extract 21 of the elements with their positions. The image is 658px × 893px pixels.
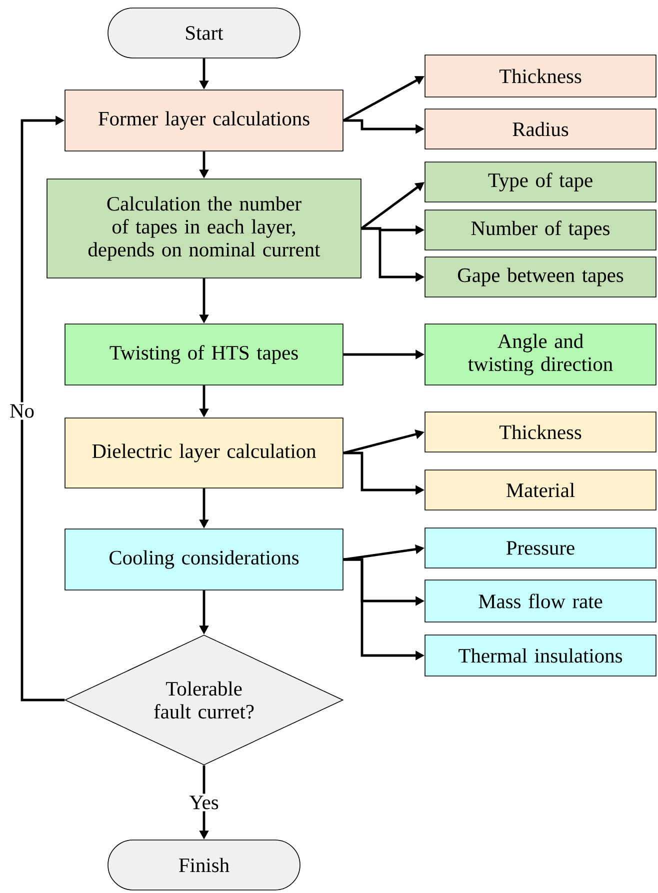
- parameter-box: Thermal insulations: [424, 634, 656, 676]
- process-box: Former layer calculations: [64, 90, 344, 152]
- process-box: Calculation the number of tapes in each layer, depends on nominal current: [46, 178, 362, 278]
- start-terminal: Start: [108, 8, 300, 58]
- parameter-box: Number of tapes: [424, 210, 656, 250]
- parameter-box: Pressure: [424, 528, 656, 568]
- parameter-box: Type of tape: [424, 162, 656, 202]
- parameter-box: Material: [424, 470, 656, 510]
- process-box: Dielectric layer calculation: [64, 418, 344, 488]
- process-box: Twisting of HTS tapes: [64, 324, 344, 386]
- edge-label: Yes: [187, 794, 221, 812]
- finish-terminal: Finish: [108, 840, 300, 890]
- parameter-box: Thickness: [424, 54, 656, 98]
- process-box: Cooling considerations: [64, 528, 344, 590]
- arrow: [20, 116, 65, 702]
- parameter-box: Mass flow rate: [424, 580, 656, 622]
- parameter-box: Radius: [424, 108, 656, 150]
- edge-label: No: [8, 402, 36, 420]
- parameter-box: Thickness: [424, 412, 656, 452]
- parameter-box: Gape between tapes: [424, 256, 656, 298]
- parameter-box: Angle and twisting direction: [424, 324, 656, 386]
